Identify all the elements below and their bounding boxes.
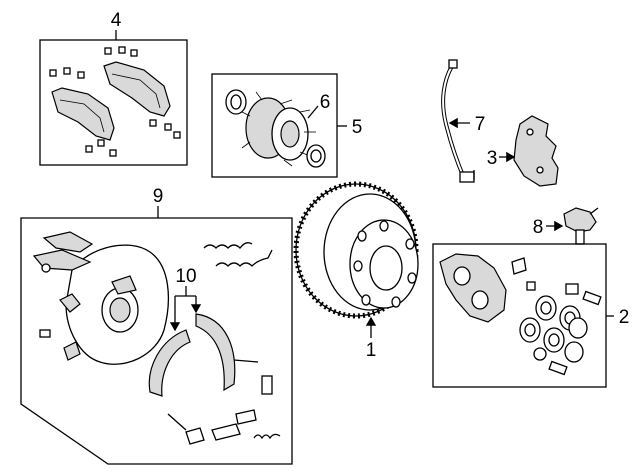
callout-5: 5: [352, 117, 363, 138]
caliper-group: [432, 243, 614, 388]
callout-4: 4: [111, 10, 122, 31]
bleeder-screw: [511, 257, 527, 275]
brake-shoe-right: [195, 313, 236, 392]
brake-hose: [441, 59, 475, 183]
callout-9: 9: [153, 186, 164, 207]
callout-10-bracket: [169, 286, 202, 332]
return-spring-lower: [215, 249, 273, 267]
parking-brake-box: [20, 217, 293, 465]
callout-3: 3: [487, 148, 498, 169]
brake-rotor: [293, 181, 419, 319]
brake-pad-inner: [51, 87, 115, 141]
callout-8: 8: [533, 217, 544, 238]
wheel-stud: [307, 105, 319, 119]
callout-10: 10: [175, 266, 196, 287]
callout-6: 6: [320, 92, 331, 113]
brake-shoe-left: [148, 329, 191, 397]
pads-group: [39, 30, 188, 166]
parking-brake-lever: [42, 231, 94, 253]
caliper-pistons: [519, 295, 588, 363]
brake-caliper: [439, 253, 507, 323]
abs-sensor: [563, 207, 599, 245]
callout-7: 7: [475, 114, 486, 135]
splash-shield: [513, 115, 559, 187]
pads-box: [39, 39, 188, 166]
parking-brake-group: [20, 206, 293, 465]
callout-1: 1: [366, 340, 377, 361]
return-spring-upper: [203, 242, 253, 249]
hub-group: [211, 73, 347, 178]
callout-2: 2: [619, 307, 630, 328]
